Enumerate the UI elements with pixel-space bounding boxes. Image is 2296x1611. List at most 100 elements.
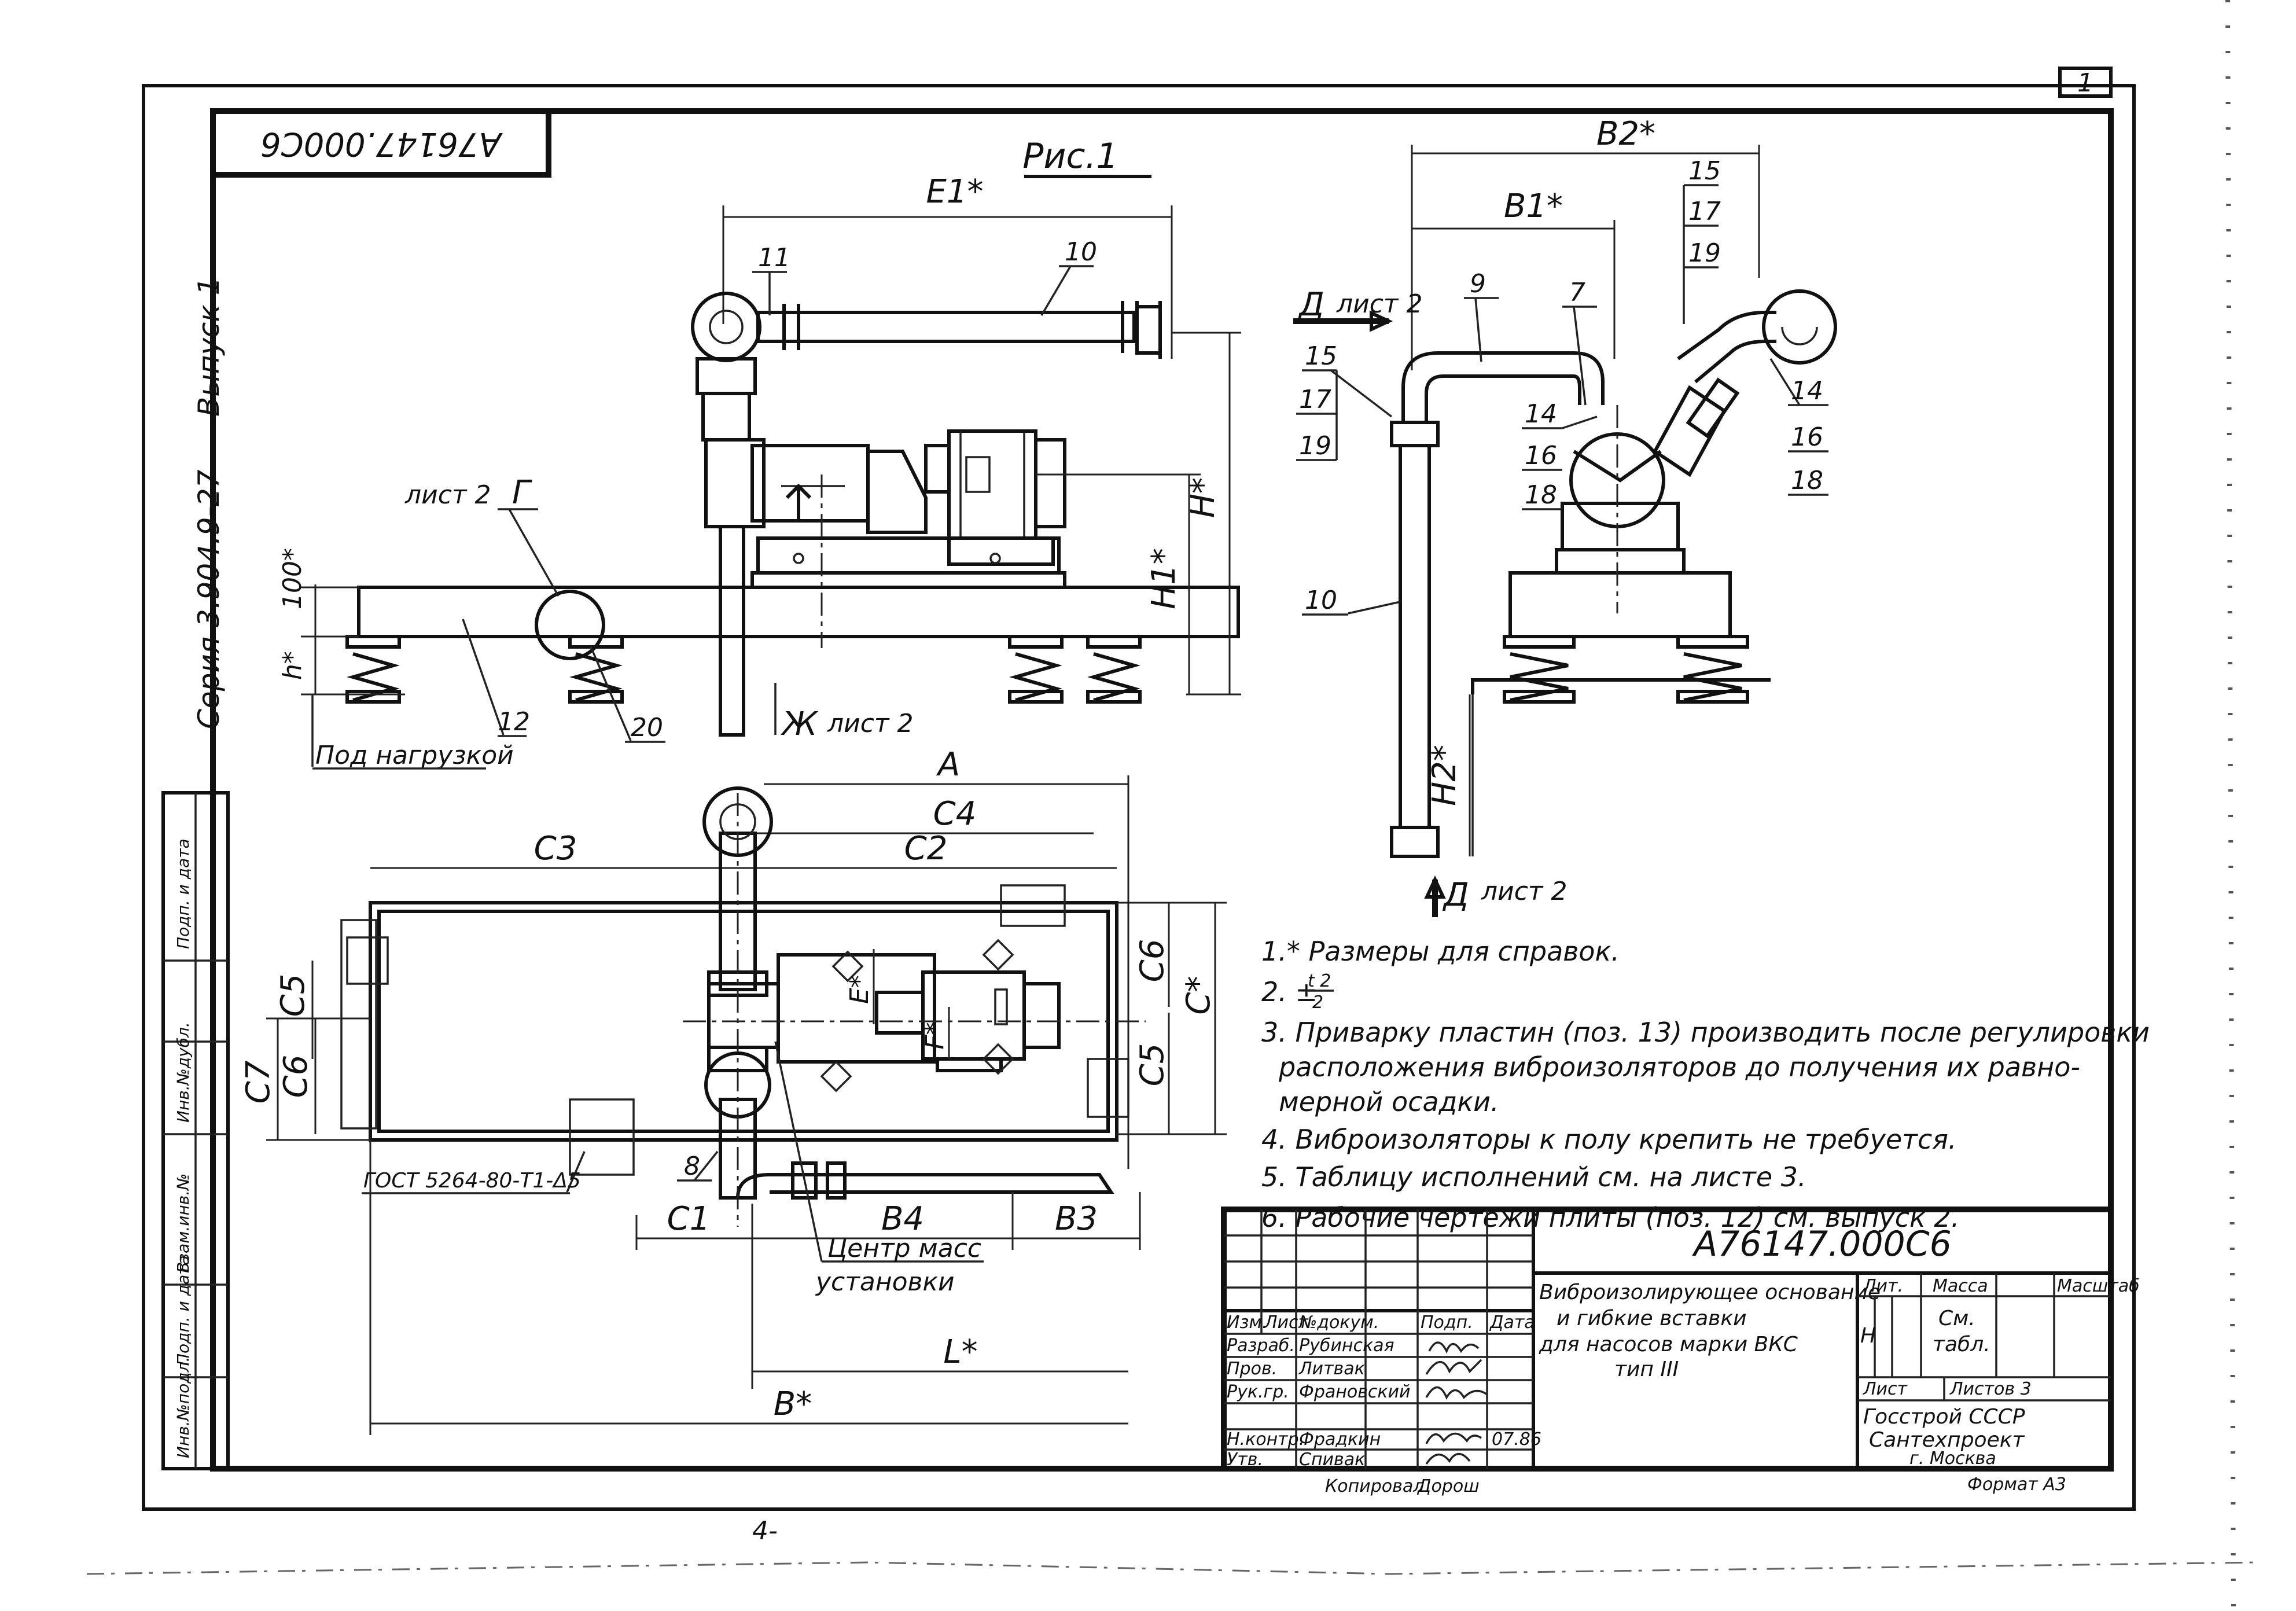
stamp-cell-5: Подп. и дата <box>174 838 193 949</box>
plan-view: A C4 C3 C2 <box>240 746 1227 1435</box>
note-2: 2. ± <box>1261 976 1318 1007</box>
title-block: Изм. Лист №докум. Подп. Дата Разраб. Руб… <box>1221 1207 2140 1472</box>
dim-f-star: F* <box>920 1022 950 1049</box>
side-stamp: Инв.№подл. Подп. и дата Взам.инв.№ Инв.№… <box>161 791 230 1470</box>
scan-edge-noise <box>86 1561 2257 1575</box>
callout-18-mid: 18 <box>1525 480 1557 510</box>
issue-text: Выпуск 1 <box>192 277 226 417</box>
tb-name-5: Фрадкин <box>1299 1429 1381 1450</box>
tb-role-2: Пров. <box>1227 1359 1277 1379</box>
note-3c: мерной осадки. <box>1279 1086 1499 1117</box>
tb-header-doc: №докум. <box>1298 1312 1379 1333</box>
tb-name-1: Рубинская <box>1299 1336 1394 1356</box>
stamp-cell-4: Инв.№дубл. <box>174 1022 193 1123</box>
outer-frame <box>142 84 2136 1511</box>
note-2-fraction-bottom: 2 <box>1312 992 1323 1013</box>
dim-a: A <box>936 746 960 784</box>
copied-name: Дорош <box>1416 1476 1480 1496</box>
dim-c-star: C* <box>1180 976 1217 1014</box>
view-zh-letter: Ж <box>781 705 819 743</box>
tb-lit-label: Лит. <box>1863 1276 1903 1296</box>
signature-3 <box>1425 1386 1488 1400</box>
tb-lit-value: Н <box>1860 1324 1876 1348</box>
tb-name-3: Франовский <box>1299 1382 1411 1402</box>
callout-8: 8 <box>684 1152 700 1181</box>
note-5: 5. Таблицу исполнений см. на листе 3. <box>1261 1161 1806 1193</box>
dim-h-small: h* <box>278 651 307 680</box>
stamp-cell-1: Инв.№подл. <box>174 1357 193 1458</box>
dim-c4: C4 <box>933 795 977 833</box>
tb-mass-label: Масса <box>1933 1276 1988 1296</box>
tb-header-sign: Подп. <box>1421 1312 1473 1333</box>
dim-b-star: B* <box>774 1385 812 1423</box>
signature-2 <box>1425 1359 1482 1375</box>
tb-sheet-label: Лист <box>1863 1379 1908 1399</box>
dim-c2: C2 <box>904 830 948 867</box>
dim-c7: C7 <box>240 1060 277 1104</box>
tb-header-date: Дата <box>1489 1312 1535 1333</box>
view-d-bottom-sheet: лист 2 <box>1481 877 1568 906</box>
view-g-letter: Г <box>512 474 532 512</box>
dim-e1: E1* <box>926 173 983 211</box>
dim-c6-right: C6 <box>1134 939 1171 983</box>
note-1: 1.* Размеры для справок. <box>1261 936 1620 967</box>
notes-block: 1.* Размеры для справок. 2. ± t 2 2 3. П… <box>1261 936 2150 1233</box>
tb-name-2: Литвак <box>1298 1359 1365 1379</box>
callout-15-right: 15 <box>1688 156 1721 186</box>
tb-title-4: тип III <box>1614 1358 1679 1381</box>
dim-c5-right: C5 <box>1134 1043 1171 1087</box>
callout-20: 20 <box>631 713 663 742</box>
dim-c3-top: C3 <box>534 830 577 867</box>
callout-10-top: 10 <box>1065 237 1097 267</box>
tb-role-1: Разраб. <box>1227 1336 1295 1356</box>
mass-center-label-1: Центр масс <box>827 1234 981 1263</box>
callout-10-side: 10 <box>1305 586 1337 615</box>
page-number-box <box>2058 67 2113 98</box>
dim-c1: C1 <box>667 1200 711 1238</box>
dim-100: 100* <box>278 548 307 609</box>
stamp-cell-3: Взам.инв.№ <box>174 1174 193 1273</box>
tb-header-izm: Изм. <box>1227 1312 1268 1333</box>
view-g-sheet: лист 2 <box>404 480 491 510</box>
tb-org-3: г. Москва <box>1909 1448 1996 1469</box>
tb-org-1: Госстрой СССР <box>1863 1405 2025 1429</box>
callout-19-right: 19 <box>1688 238 1721 268</box>
callout-18-right: 18 <box>1791 466 1823 495</box>
dim-b4: B4 <box>881 1200 924 1238</box>
callout-17-right: 17 <box>1688 197 1721 226</box>
view-d-bottom-letter: Д <box>1442 876 1469 914</box>
gost-label: ГОСТ 5264-80-Т1-Δ5 <box>363 1169 581 1193</box>
under-load-label: Под нагрузкой <box>315 741 514 770</box>
dim-h: H* <box>1184 477 1222 518</box>
front-elevation-view: E1* <box>278 173 1241 770</box>
series-text: Серия 3.904.9-27 <box>192 469 226 729</box>
figure-label: Рис.1 <box>1022 136 1118 176</box>
tb-header-list: Лист <box>1264 1312 1309 1333</box>
dim-h2: H2* <box>1426 745 1463 806</box>
tb-code: А76147.000С6 <box>1691 1224 1952 1264</box>
dim-b3: B3 <box>1055 1200 1098 1238</box>
tb-org-2: Сантехпроект <box>1869 1428 2025 1452</box>
callout-16-mid: 16 <box>1525 441 1557 470</box>
callout-19-left: 19 <box>1299 431 1331 461</box>
callout-11: 11 <box>758 243 790 273</box>
callout-9: 9 <box>1470 269 1486 299</box>
tb-title-2: и гибкие вставки <box>1557 1307 1746 1330</box>
dim-b2: B2* <box>1596 115 1655 153</box>
dim-c6-left: C6 <box>277 1055 315 1098</box>
format-label: Формат А3 <box>1967 1474 2066 1495</box>
callout-7: 7 <box>1569 278 1585 307</box>
page-number: 1 <box>2077 68 2093 98</box>
view-zh-sheet: лист 2 <box>827 709 914 738</box>
tb-title-1: Виброизолирующее основание <box>1539 1281 1881 1304</box>
note-2-fraction-top: t 2 <box>1308 971 1331 991</box>
callout-12: 12 <box>498 707 530 737</box>
tb-role-3: Рук.гр. <box>1227 1382 1289 1402</box>
note-3: 3. Приварку пластин (поз. 13) производит… <box>1261 1017 2150 1048</box>
callout-14-right: 14 <box>1791 376 1823 406</box>
footer-mark: 4- <box>752 1516 778 1546</box>
mirrored-code-box <box>210 108 551 178</box>
view-d-top-letter: Д <box>1297 286 1324 323</box>
note-4: 4. Виброизоляторы к полу крепить не треб… <box>1261 1124 1957 1155</box>
